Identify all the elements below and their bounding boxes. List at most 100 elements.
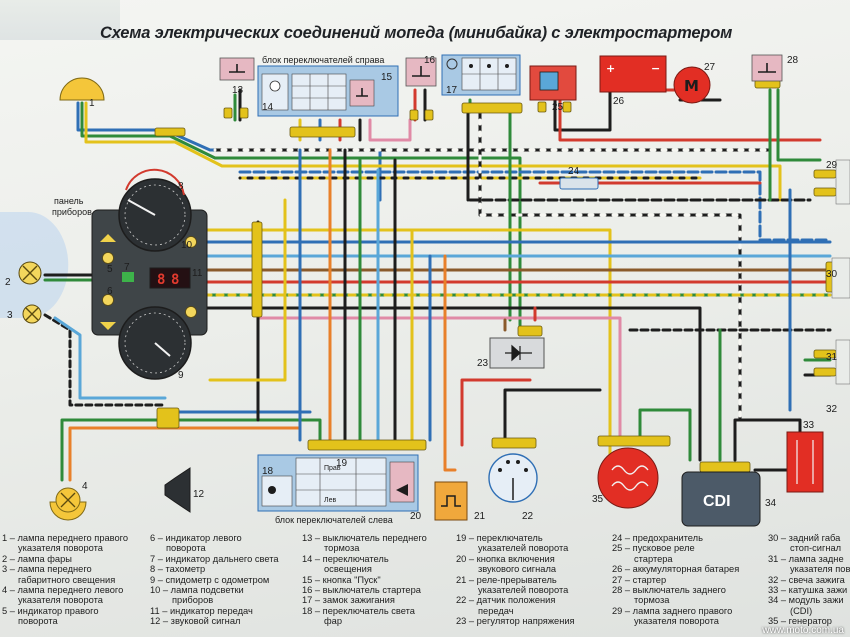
cdi-label: CDI (703, 493, 731, 510)
starter-relay-25 (529, 65, 577, 101)
battery-26: + − (599, 55, 667, 93)
component-number: 16 (424, 55, 436, 66)
legend-column-1: 1 – лампа переднего правого указателя по… (2, 533, 128, 627)
right-turn-indicator-icon (100, 234, 116, 242)
legend-entry: 28 – выключатель заднего (612, 584, 726, 595)
legend-entry: 19 – переключатель (456, 533, 543, 543)
legend-entry: 16 – выключатель стартера (302, 584, 421, 595)
component-number: 11 (192, 268, 203, 279)
legend-entry: указателя поворота (18, 595, 103, 606)
component-number: 7 (124, 262, 130, 273)
connector (699, 461, 751, 473)
connector (223, 107, 233, 119)
front-right-turn-lamp-1 (59, 77, 105, 101)
svg-text:M: M (684, 77, 699, 95)
ignition-switch-17 (441, 54, 521, 96)
component-number: 14 (262, 102, 274, 113)
wire (638, 408, 692, 462)
legend-entry: поворота (18, 616, 58, 627)
legend-entry: указателей поворота (478, 543, 569, 554)
component-number: 9 (178, 370, 184, 381)
legend-entry: тормоза (324, 543, 360, 554)
legend-entry: 5 – индикатор правого (2, 605, 99, 616)
wire (80, 101, 522, 332)
legend-column-2: 6 – индикатор левого поворота 7 – индика… (150, 533, 279, 627)
panel-backlight-10-icon (185, 306, 197, 318)
component-number: 29 (826, 160, 838, 171)
connector (813, 187, 837, 197)
connector (537, 101, 547, 113)
component-number: 2 (5, 277, 11, 288)
legend-entry: 35 – генератор (768, 616, 832, 627)
connector (597, 435, 671, 447)
sheet-corner-shadow (0, 0, 120, 40)
front-left-turn-lamp-4 (49, 487, 87, 521)
component-number: 27 (704, 62, 716, 73)
watermark: www.moto.com.ua (762, 625, 844, 636)
component-number: 15 (381, 72, 393, 83)
wire (478, 110, 742, 422)
svg-text:−: − (651, 62, 660, 75)
legend-entry: звукового сигнала (478, 564, 557, 575)
connector (289, 126, 356, 138)
component-number: 31 (826, 352, 838, 363)
legend-entry: 26 – аккумуляторная батарея (612, 564, 740, 575)
legend-entry: 14 – переключатель (302, 553, 389, 564)
legend-entry: 1 – лампа переднего правого (2, 533, 129, 543)
legend-entry: 15 – кнопка "Пуск" (302, 574, 381, 585)
legend-entry: 10 – лампа подсветки (150, 584, 244, 595)
light-switch-14 (261, 73, 289, 111)
connector (409, 109, 419, 121)
fuse-24 (559, 177, 599, 190)
wire (553, 88, 612, 132)
legend-entry: 33 – катушка зажи (768, 584, 848, 595)
legend-entry: 25 – пусковое реле (612, 543, 695, 554)
horn-12 (164, 467, 191, 513)
horn-button-icon (396, 484, 408, 496)
wire (460, 378, 532, 447)
legend-entry: 17 – замок зажигания (302, 595, 395, 606)
svg-text:8: 8 (171, 272, 179, 288)
instrument-panel-caption-2: приборов (52, 207, 92, 217)
component-number: 34 (765, 498, 777, 509)
turn-switch-19 (295, 457, 387, 507)
legend-entry: указателя пово (790, 564, 850, 575)
rear-lamps-right-edge (831, 159, 850, 385)
left-switch-caption: блок переключателей слева (275, 515, 393, 525)
legend-entry: приборов (172, 595, 214, 606)
legend-entry: указателей поворота (478, 584, 569, 595)
panel-backlight-10-icon (185, 236, 197, 248)
wire (733, 418, 802, 462)
legend-entry: 30 – задний габа (768, 533, 841, 543)
legend-entry: габаритного свещения (18, 574, 116, 585)
wire (53, 316, 167, 400)
legend-entry: передач (478, 605, 514, 616)
legend-entry: 22 – датчик положения (456, 595, 556, 606)
component-number: 33 (803, 420, 815, 431)
connector (239, 107, 249, 119)
connector (517, 325, 543, 337)
wire (258, 316, 622, 442)
legend-entry: 12 – звуковой сигнал (150, 616, 241, 627)
component-number: 8 (178, 181, 184, 192)
legend-column-3: 13 – выключатель переднего тормоза 14 – … (302, 533, 427, 627)
headlight-lamp-2 (18, 261, 42, 285)
legend-entry: 27 – стартер (612, 574, 667, 585)
legend-entry: указателя поворота (634, 616, 719, 627)
connector (813, 367, 837, 377)
legend-entry: стоп-сигнал (790, 543, 842, 554)
legend-entry: 23 – регулятор напряжения (456, 616, 575, 627)
component-number: 22 (522, 511, 534, 522)
component-number: 26 (613, 96, 625, 107)
headlight-switch-18 (261, 475, 293, 507)
legend-entry: 9 – спидометр с одометром (150, 574, 270, 585)
wire (43, 313, 167, 407)
cdi-module-34: CDI (681, 471, 761, 527)
right-switch-caption: блок переключателей справа (262, 55, 384, 65)
wire (203, 228, 612, 442)
component-number: 30 (826, 269, 838, 280)
legend-entry: 2 – лампа фары (2, 553, 72, 564)
legend-entry: 7 – индикатор дальнего света (150, 553, 279, 564)
connector (562, 101, 572, 113)
